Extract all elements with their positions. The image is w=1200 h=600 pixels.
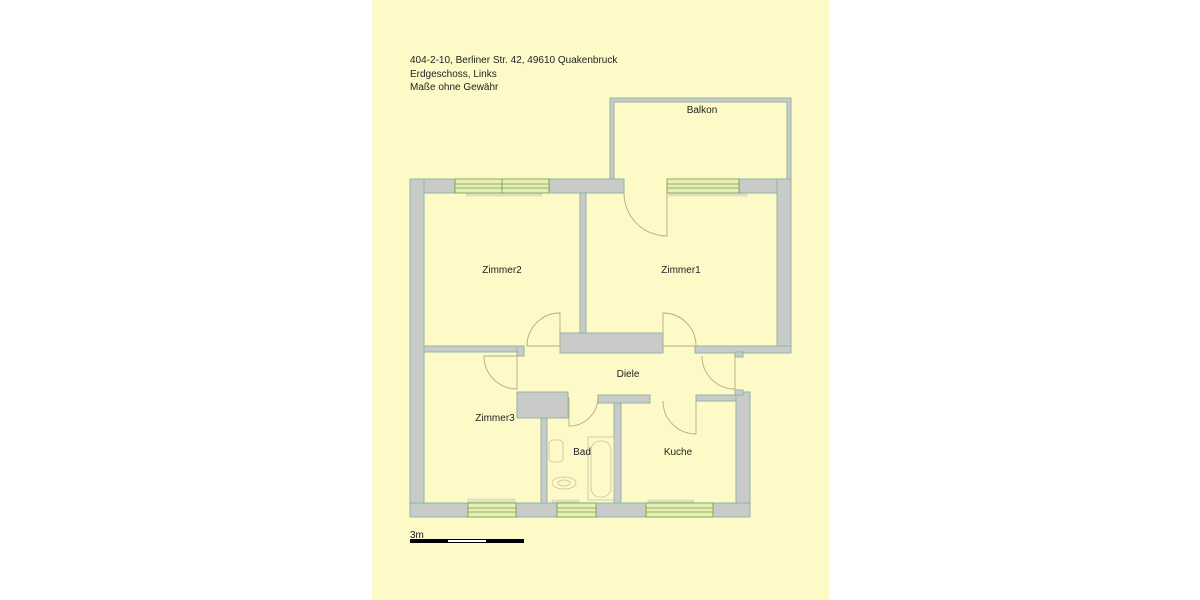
door-kuche-icon bbox=[662, 400, 697, 435]
room-label-kuche: Kuche bbox=[664, 447, 693, 458]
door-zimmer1-icon bbox=[662, 312, 697, 347]
wall-east-lower bbox=[735, 391, 751, 518]
wall-stub-east-lower bbox=[734, 389, 744, 396]
room-label-zimmer2: Zimmer2 bbox=[482, 265, 522, 276]
sink-icon bbox=[548, 439, 564, 463]
wall-z2-south bbox=[423, 345, 519, 353]
wall-stub-east bbox=[734, 351, 744, 358]
wall-north-middle bbox=[548, 178, 625, 194]
wall-z3-bad bbox=[540, 417, 548, 507]
wall-z2-z1 bbox=[579, 192, 587, 334]
walls bbox=[409, 97, 792, 518]
door-zimmer3-icon bbox=[483, 355, 518, 390]
window-kuche bbox=[645, 499, 714, 518]
window-zimmer1 bbox=[666, 178, 748, 197]
bathtub-inner-icon bbox=[590, 440, 612, 498]
room-label-diele: Diele bbox=[617, 369, 640, 380]
room-label-bad: Bad bbox=[573, 447, 591, 458]
wall-z3-block bbox=[516, 391, 569, 419]
door-balkon-icon bbox=[623, 192, 668, 237]
wall-east-upper bbox=[776, 178, 792, 354]
door-bad-icon bbox=[568, 396, 599, 427]
plan-header: 404-2-10, Berliner Str. 42, 49610 Quaken… bbox=[410, 54, 617, 95]
wall-closet-block bbox=[559, 332, 664, 354]
room-label-zimmer1: Zimmer1 bbox=[661, 265, 701, 276]
room-label-zimmer3: Zimmer3 bbox=[475, 413, 515, 424]
window-zimmer3 bbox=[467, 498, 517, 518]
scale-segment-3 bbox=[486, 539, 524, 543]
room-label-balkon: Balkon bbox=[687, 105, 718, 116]
disclaimer-text: Maße ohne Gewähr bbox=[410, 82, 499, 93]
toilet-icon bbox=[551, 476, 577, 490]
window-zimmer2 bbox=[454, 178, 550, 197]
room-labels: Balkon Zimmer1 Zimmer2 Diele Zimmer3 Bad… bbox=[475, 105, 717, 458]
windows bbox=[454, 178, 748, 518]
scale-segment-1 bbox=[410, 539, 448, 543]
bathtub-icon bbox=[587, 436, 615, 501]
wall-bad-kuche bbox=[613, 402, 622, 507]
address-text: 404-2-10, Berliner Str. 42, 49610 Quaken… bbox=[410, 55, 618, 66]
wall-west bbox=[409, 178, 425, 518]
doors bbox=[483, 192, 736, 435]
floor-text: Erdgeschoss, Links bbox=[410, 68, 497, 80]
door-entrance-icon bbox=[701, 355, 736, 390]
wall-kuche-top bbox=[695, 394, 738, 402]
toilet-inner-icon bbox=[557, 479, 571, 487]
window-bad bbox=[551, 499, 597, 518]
wall-bad-top bbox=[597, 394, 651, 404]
door-zimmer2-icon bbox=[526, 312, 561, 347]
bathroom-fixtures bbox=[548, 436, 615, 501]
scale-segment-2 bbox=[448, 539, 486, 543]
scale-bar bbox=[410, 539, 524, 543]
scale-label: 3m bbox=[410, 530, 424, 541]
wall-stub-z2 bbox=[516, 345, 525, 357]
